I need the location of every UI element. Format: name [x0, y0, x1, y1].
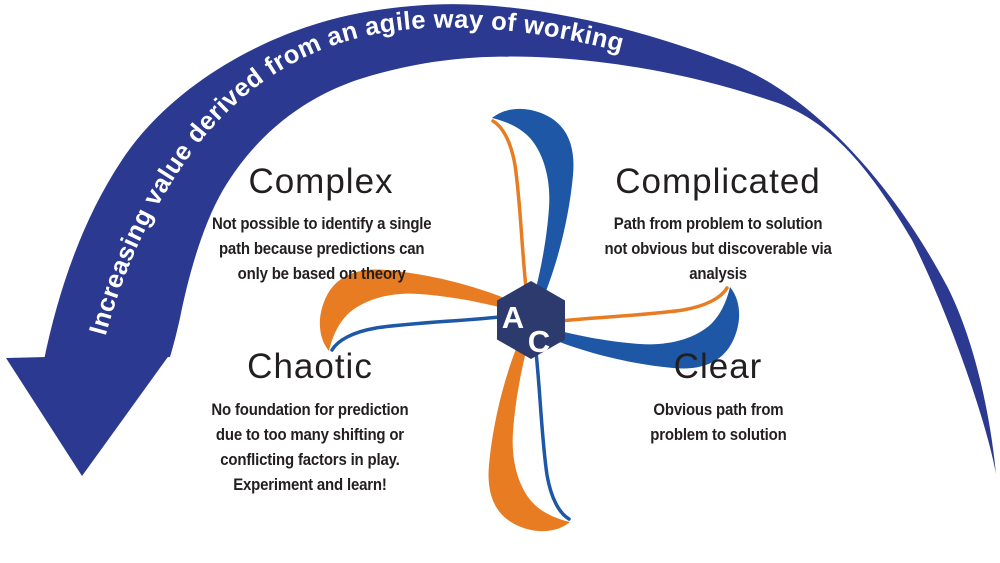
blade-left-thin [330, 313, 519, 352]
quadrant-title-chaotic: Chaotic [247, 347, 373, 386]
quadrant-desc-chaotic-text: No foundation for prediction due to too … [211, 400, 409, 494]
hexagon-badge [497, 281, 565, 359]
quadrant-title-clear: Clear [673, 347, 763, 386]
blade-top-thick [492, 108, 574, 308]
quadrant-desc-complex-text: Not possible to identify a single path b… [212, 214, 432, 283]
blade-top-thin [491, 119, 530, 308]
quadrant-desc-clear-text: Obvious path from problem to solution [649, 400, 787, 444]
quadrant-desc-complex: Not possible to identify a single path b… [152, 211, 492, 286]
blade-bottom-thick [488, 332, 570, 532]
pinwheel-blade-left [319, 269, 519, 352]
quadrant-desc-clear: Obvious path from problem to solution [548, 397, 888, 447]
hexagon-letter-a: A [502, 300, 524, 335]
pinwheel-blade-top [491, 108, 574, 308]
quadrant-title-complex: Complex [248, 162, 394, 201]
hexagon-letter-c: C [528, 324, 550, 359]
arrowhead-icon [6, 354, 170, 476]
blade-right-thick [540, 287, 740, 369]
blade-bottom-thin [532, 332, 571, 521]
blade-right-thin [540, 286, 729, 325]
quadrant-desc-complicated: Path from problem to solution not obviou… [548, 211, 888, 286]
pinwheel-blade-bottom [488, 332, 571, 532]
quadrant-desc-complicated-text: Path from problem to solution not obviou… [604, 214, 832, 283]
blade-left-thick [319, 269, 519, 351]
quadrant-title-complicated: Complicated [615, 162, 821, 201]
quadrant-desc-chaotic: No foundation for prediction due to too … [140, 397, 480, 497]
pinwheel-blade-right [540, 286, 740, 369]
